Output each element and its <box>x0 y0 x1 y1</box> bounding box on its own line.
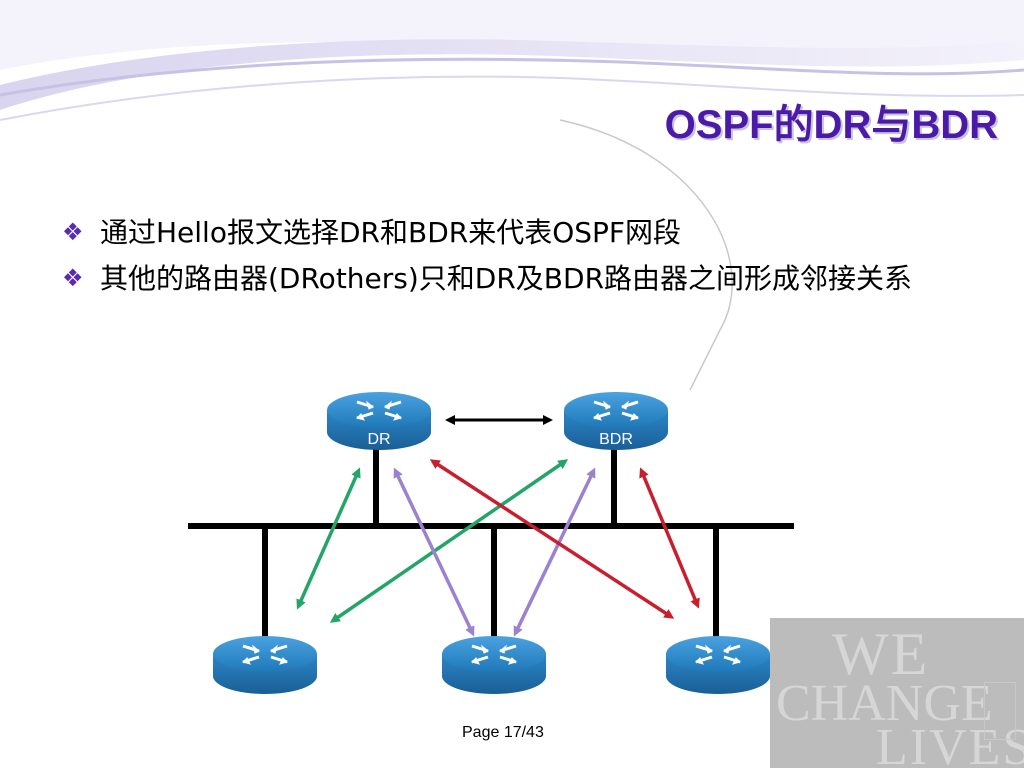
router-icon: DR <box>325 390 433 452</box>
bullet-list: ❖ 通过Hello报文选择DR和BDR来代表OSPF网段 ❖ 其他的路由器(DR… <box>62 210 962 302</box>
router-label-dr: DR <box>367 431 390 448</box>
router-icon: BDR <box>562 390 670 452</box>
router-icon <box>440 634 548 696</box>
bullet-item: ❖ 其他的路由器(DRothers)只和DR及BDR路由器之间形成邻接关系 <box>62 256 962 302</box>
slide-title: OSPF的DR与BDR <box>664 103 998 147</box>
router-icon <box>211 634 319 696</box>
diamond-cluster-icon: ❖ <box>62 265 84 292</box>
purple-arrow <box>513 467 596 637</box>
bullet-text: 其他的路由器(DRothers)只和DR及BDR路由器之间形成邻接关系 <box>100 262 913 295</box>
purple-arrow <box>393 467 475 637</box>
logo-line: CHANGE <box>776 675 993 732</box>
logo-line: LIVES <box>876 719 1024 768</box>
green-arrow <box>296 467 361 610</box>
router-label-bdr: BDR <box>599 431 633 448</box>
router-icon <box>664 634 772 696</box>
we-change-lives-logo: WE CHANGE LIVES <box>770 618 1024 768</box>
red-arrow <box>429 459 675 619</box>
logo-line: WE <box>832 621 930 687</box>
page-number: Page 17/43 <box>462 724 544 741</box>
red-arrow <box>639 467 700 609</box>
diamond-cluster-icon: ❖ <box>62 219 84 246</box>
bullet-item: ❖ 通过Hello报文选择DR和BDR来代表OSPF网段 <box>62 210 962 256</box>
adjacency-arrows <box>296 415 700 637</box>
seal-stamp-icon <box>984 682 1016 740</box>
ethernet-bus <box>188 446 794 644</box>
green-arrow <box>329 459 569 623</box>
bullet-text: 通过Hello报文选择DR和BDR来代表OSPF网段 <box>100 216 682 249</box>
